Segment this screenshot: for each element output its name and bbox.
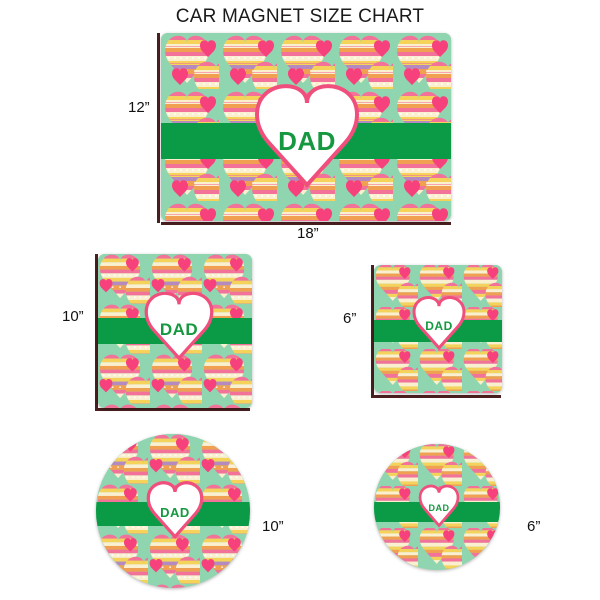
dad-heart-badge: DAD	[417, 484, 461, 528]
small-square-base-rule	[371, 395, 501, 398]
large-round-size-label: 10”	[262, 518, 284, 535]
monogram-text: DAD	[278, 126, 336, 156]
large-rect-height-rule	[157, 33, 160, 223]
large-rect-width-rule	[161, 222, 451, 225]
large-rect-height-label: 12”	[128, 99, 150, 116]
dad-heart-badge: DAD	[249, 81, 365, 191]
small-square-height-rule	[371, 265, 374, 397]
medium-square-height-label: 10”	[62, 308, 84, 325]
small-square-height-label: 6”	[343, 310, 357, 327]
monogram-text: DAD	[425, 318, 453, 333]
page-title: CAR MAGNET SIZE CHART	[175, 6, 425, 27]
dad-heart-badge: DAD	[410, 295, 468, 351]
magnet-medium-square[interactable]: DAD	[98, 254, 252, 408]
magnet-large-round[interactable]: DAD	[96, 434, 250, 588]
monogram-text: DAD	[160, 505, 190, 520]
magnet-small-square[interactable]: DAD	[374, 265, 502, 393]
heart-pattern	[161, 33, 451, 221]
magnet-small-round[interactable]: DAD	[374, 444, 500, 570]
dad-heart-badge: DAD	[141, 290, 217, 362]
medium-square-base-rule	[95, 408, 250, 411]
small-round-size-label: 6”	[527, 518, 541, 535]
magnet-large-rectangle[interactable]: DAD	[161, 33, 451, 221]
medium-square-height-rule	[95, 254, 98, 410]
dad-heart-badge: DAD	[144, 480, 206, 540]
large-rect-width-label: 18”	[297, 225, 319, 242]
monogram-text: DAD	[428, 502, 450, 513]
monogram-text: DAD	[159, 320, 199, 339]
